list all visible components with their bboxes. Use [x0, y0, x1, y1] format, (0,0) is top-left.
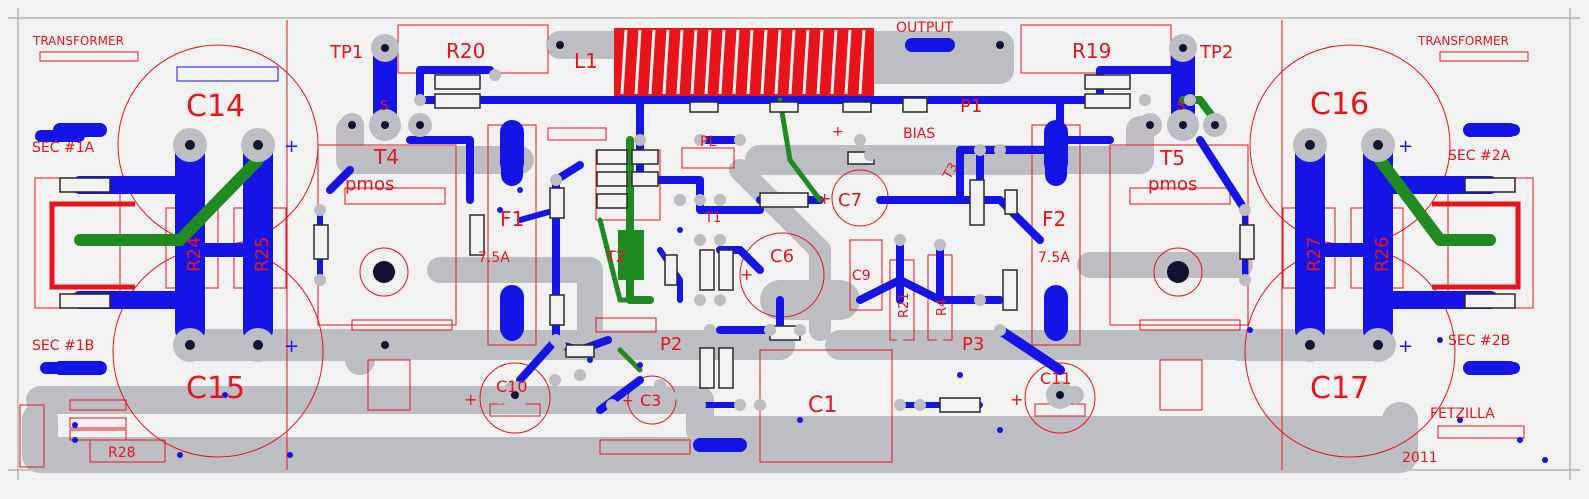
- label-c17: C17: [1310, 371, 1369, 406]
- label-r27: R27: [1304, 237, 1325, 272]
- label-c3: C3: [640, 391, 661, 410]
- label-c11: C11: [1040, 369, 1072, 388]
- connectors-red: [49, 201, 1521, 290]
- label-transformer-left: TRANSFORMER: [32, 34, 124, 48]
- label-c10: C10: [496, 377, 528, 396]
- label-c1: C1: [808, 393, 837, 418]
- label-box-c14: [176, 66, 279, 82]
- green-pour-t2: [618, 230, 644, 280]
- label-c9: C9: [852, 268, 871, 284]
- label-t1: T1: [704, 211, 721, 226]
- label-tp2: TP2: [1199, 42, 1233, 63]
- label-plus-c15: +: [284, 336, 299, 357]
- label-l1: L1: [574, 49, 598, 73]
- label-t2: T2: [605, 247, 626, 266]
- label-pl: PL: [700, 134, 716, 150]
- label-r20: R20: [446, 39, 485, 63]
- label-c16: C16: [1310, 87, 1369, 122]
- label-r21: R21: [897, 292, 912, 318]
- label-plus-c14: +: [284, 136, 299, 157]
- label-r26: R26: [1372, 237, 1393, 272]
- label-f1-rating: 7.5A: [478, 250, 510, 266]
- label-f2: F2: [1042, 207, 1066, 231]
- resistor-bodies: [59, 74, 1516, 413]
- label-plus-c7: +: [818, 189, 831, 208]
- label-sec1a: SEC #1A: [32, 140, 95, 156]
- label-c14: C14: [186, 89, 245, 124]
- small-vias: [314, 69, 1251, 411]
- label-year: 2011: [1402, 450, 1438, 466]
- label-r4: R4: [935, 299, 950, 316]
- label-p1: P1: [960, 96, 982, 117]
- label-pmos-left: pmos: [345, 174, 394, 195]
- label-plus-c3: +: [622, 393, 634, 409]
- label-r24: R24: [184, 237, 205, 272]
- label-f1: F1: [500, 207, 524, 231]
- label-c7: C7: [838, 190, 862, 211]
- label-tp1: TP1: [329, 42, 363, 63]
- label-plus-c17: +: [1398, 336, 1413, 357]
- label-sec1b: SEC #1B: [32, 338, 94, 354]
- label-p3: P3: [962, 334, 984, 355]
- label-r25: R25: [252, 237, 273, 272]
- labels-large: TP1 TP2 R20 R19 L1 C14 C15 C16 C17 T4 T5…: [184, 39, 1393, 418]
- inductor-l1: [614, 28, 874, 96]
- top-copper-pours: [35, 40, 1520, 452]
- label-sec2a: SEC #2A: [1448, 148, 1511, 164]
- label-plus-c11: +: [1010, 390, 1023, 409]
- label-pmos-right: pmos: [1148, 174, 1197, 195]
- label-s-right: S: [1177, 99, 1185, 114]
- label-s-left: S: [380, 99, 388, 114]
- label-brand: FETZILLA: [1430, 406, 1495, 422]
- green-copper-layer: [74, 96, 1496, 373]
- label-plus-c6: +: [740, 265, 753, 284]
- labels-small: TRANSFORMER TRANSFORMER OUTPUT SEC #1A S…: [32, 20, 1511, 466]
- label-c6: C6: [770, 246, 794, 267]
- label-bias: BIAS: [903, 126, 935, 142]
- power-pads: [173, 32, 1395, 409]
- label-c15: C15: [186, 371, 245, 406]
- label-t3: T3: [940, 160, 962, 182]
- label-plus-c16: +: [1398, 136, 1413, 157]
- label-f2-rating: 7.5A: [1038, 250, 1070, 266]
- label-t5: T5: [1159, 146, 1185, 170]
- label-p2: P2: [660, 334, 682, 355]
- label-r28: R28: [108, 445, 136, 461]
- label-plus-c10: +: [464, 390, 477, 409]
- label-sec2b: SEC #2B: [1448, 333, 1510, 349]
- label-plus-bias: +: [832, 124, 844, 140]
- label-r19: R19: [1072, 39, 1111, 63]
- label-transformer-right: TRANSFORMER: [1417, 34, 1509, 48]
- label-t4: T4: [373, 145, 399, 169]
- label-output: OUTPUT: [896, 20, 954, 36]
- tiny-vias: [72, 187, 1548, 463]
